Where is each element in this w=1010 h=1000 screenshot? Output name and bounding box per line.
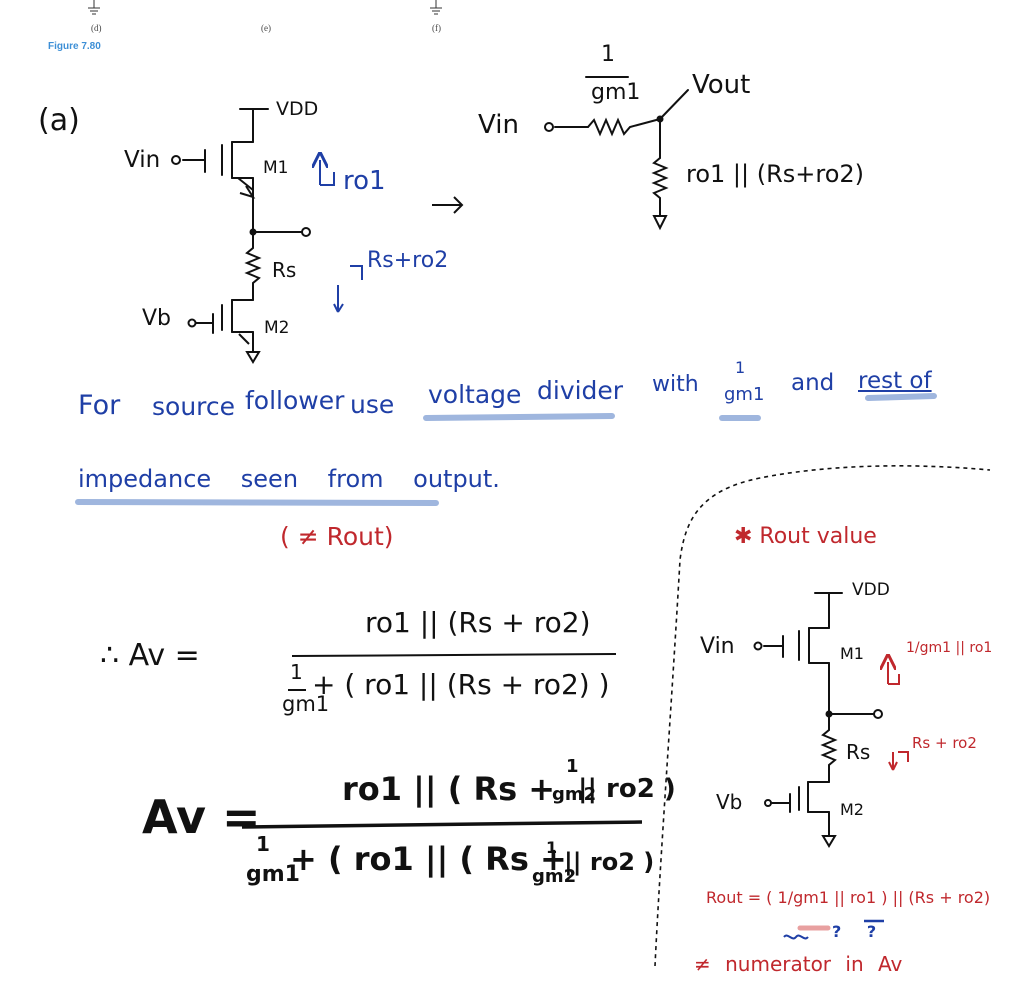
eq1-prefix: ∴ Av =: [100, 638, 200, 673]
small-signal-wiring: [554, 76, 689, 231]
rout-circuit-wiring: [763, 592, 875, 848]
figure-sublabel-d: (d): [91, 23, 102, 33]
part-label-a: (a): [38, 103, 80, 138]
rout-dashed-box: [654, 465, 991, 967]
vb-label: Vb: [142, 306, 172, 331]
rs-label: Rs: [272, 258, 297, 282]
eq2-den-frac-num: 1: [256, 832, 270, 856]
rout-m2-label: M2: [840, 800, 864, 819]
figure-sublabel-e: (e): [261, 23, 271, 33]
rout-m1-label: M1: [840, 644, 864, 663]
rs-ro2-label: Rs+ro2: [367, 248, 449, 273]
eq2-den-right: || ro2 ): [564, 848, 655, 876]
note-frac-den: gm1: [724, 384, 765, 405]
eq2-num-frac-num: 1: [566, 756, 579, 777]
eq2-num-right: || ro2 ): [578, 774, 676, 804]
rout-r-down-label: Rs + ro2: [912, 734, 977, 752]
series-frac-den: gm1: [591, 80, 641, 105]
note-word-source: source: [152, 392, 236, 421]
note-word-with: with: [652, 372, 699, 397]
blue-squiggle: [783, 934, 809, 940]
rout-title: ✱ Rout value: [734, 524, 877, 549]
note-not-rout: ( ≠ Rout): [280, 522, 394, 551]
shunt-impedance-label: ro1 || (Rs+ro2): [686, 160, 865, 188]
circuit-a-terminals: [171, 155, 311, 328]
eq1-den-frac-num: 1: [290, 660, 303, 684]
figure-sublabel-f: (f): [432, 23, 441, 33]
rout-note: ≠ numerator in Av: [694, 952, 903, 976]
eq2-den-frac-den: gm1: [246, 862, 300, 887]
note-line2: impedance seen from output.: [78, 465, 500, 493]
note-word-divider: divider: [537, 376, 624, 405]
rout-impedance-arrows: [888, 662, 909, 771]
rout-vin-label: Vin: [700, 634, 735, 659]
series-frac-num: 1: [601, 42, 615, 67]
circuit-a-wiring: [182, 108, 303, 364]
equation1-fraction-bar: [288, 653, 617, 691]
rout-vb-label: Vb: [716, 790, 743, 814]
note-word-follower: follower: [245, 386, 345, 415]
rout-vdd-label: VDD: [852, 580, 890, 600]
equation2-fraction-bar: [241, 820, 643, 829]
note-word-use: use: [350, 390, 395, 419]
eq1-den-rest: + ( ro1 || (Rs + ro2) ): [312, 668, 610, 701]
eq2-prefix: Av =: [142, 790, 261, 844]
vdd-label: VDD: [276, 98, 319, 120]
rout-r-up-label: 1/gm1 || ro1: [906, 640, 993, 656]
note-word-for: For: [78, 390, 121, 421]
cropped-ground-symbols: [88, 0, 442, 15]
eq1-numerator: ro1 || (Rs + ro2): [365, 606, 591, 639]
rout-equation: Rout = ( 1/gm1 || ro1 ) || (Rs + ro2): [706, 888, 991, 907]
highlight-strokes: [75, 393, 937, 506]
note-word-and: and: [791, 370, 835, 396]
m2-label: M2: [264, 318, 290, 338]
vin-model-label: Vin: [478, 110, 519, 140]
eq2-num-frac-den: gm2: [552, 784, 597, 805]
vin-label: Vin: [124, 147, 161, 173]
transform-arrow-icon: [432, 196, 464, 214]
eq2-den-frac2-num: 1: [546, 838, 558, 857]
figure-caption: Figure 7.80: [48, 41, 101, 52]
rout-question-marks: ? ?: [832, 922, 877, 941]
circuit-a-impedance-arrows: [320, 160, 363, 313]
eq2-den-frac2-den: gm2: [532, 866, 577, 887]
vout-label: Vout: [692, 70, 751, 100]
eq2-den-mid: + ( ro1 || ( Rs +: [290, 840, 567, 878]
note-word-voltage: voltage: [428, 380, 522, 409]
note-frac-num: 1: [735, 358, 746, 377]
eq2-num-left: ro1 || ( Rs +: [342, 770, 556, 808]
eq1-den-frac-den: gm1: [282, 692, 330, 716]
circuit-a-nodes: [249, 228, 257, 236]
ro1-label: ro1: [343, 166, 386, 196]
m1-label: M1: [263, 158, 289, 178]
note-rest-of: rest of: [858, 368, 932, 394]
rout-rs-label: Rs: [846, 740, 871, 764]
